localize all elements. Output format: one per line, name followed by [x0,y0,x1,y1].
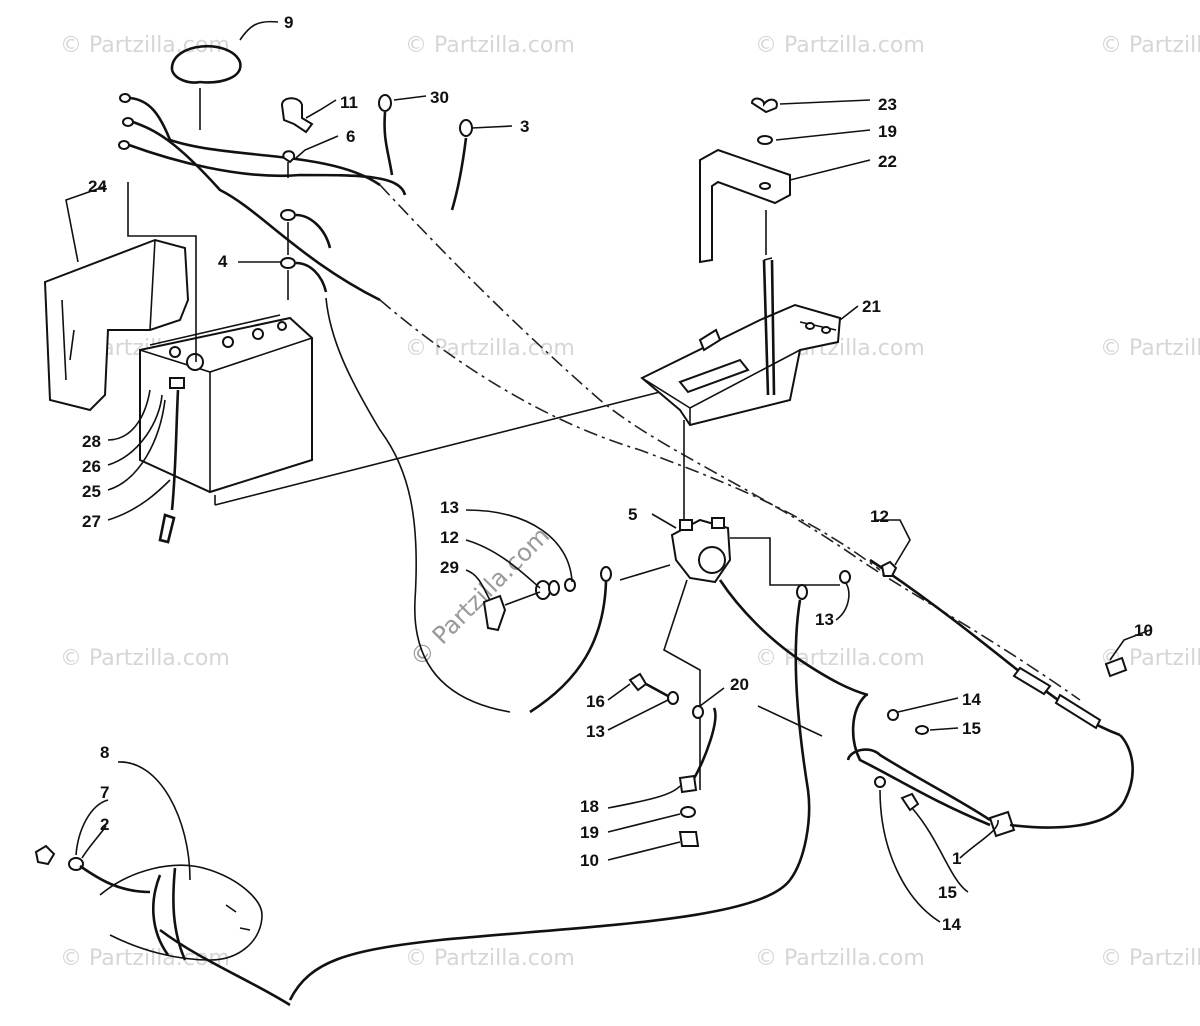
hold-down-bracket [699,97,791,264]
callout-30: 30 [430,88,449,107]
callout-7: 7 [100,783,109,802]
callout-labels: 9 11 30 6 3 24 4 28 26 25 27 23 19 22 21… [82,13,1153,934]
callout-11: 11 [340,93,358,112]
callout-14-upper: 14 [962,690,981,709]
nuts-washers [482,560,1128,847]
terminal-parts [280,94,511,713]
callout-24: 24 [88,177,107,196]
callout-21: 21 [862,297,881,316]
watermark: © Partzilla.com [1100,336,1200,361]
callout-15-upper: 15 [962,719,981,738]
callout-27: 27 [82,512,101,531]
callout-12-left: 12 [440,528,459,547]
callout-14-lower: 14 [942,915,961,934]
callout-19-lower: 19 [580,823,599,842]
callout-15-lower: 15 [938,883,957,902]
callout-8: 8 [100,743,109,762]
callout-20: 20 [730,675,749,694]
callout-10-lower: 10 [580,851,599,870]
watermark: © Partzilla.com [1100,946,1200,971]
callout-4: 4 [218,252,228,271]
watermark: © Partzilla.com [755,646,925,671]
callout-25: 25 [82,482,101,501]
callout-16: 16 [586,692,605,711]
watermark: © Partzilla.com [405,336,575,361]
watermark-center: © Partzilla.com [404,521,555,672]
callout-5: 5 [628,505,637,524]
battery-strap [170,44,242,130]
callout-22: 22 [878,152,897,171]
callout-18: 18 [580,797,599,816]
cables-lower [288,558,1134,1001]
callout-28: 28 [82,432,101,451]
callout-13-right: 13 [815,610,834,629]
callout-1: 1 [952,849,961,868]
battery-cables [118,93,1081,701]
callout-3: 3 [520,117,529,136]
watermark: © Partzilla.com [405,33,575,58]
leader-lines [65,20,1151,923]
watermark: © Partzilla.com [60,646,230,671]
watermark: © Partzilla.com [755,33,925,58]
callout-13-left: 13 [440,498,459,517]
callout-29: 29 [440,558,459,577]
battery-tray [640,257,842,520]
watermark-layer: © Partzilla.com © Partzilla.com © Partzi… [60,33,1200,971]
battery [139,314,313,544]
callout-9: 9 [284,13,293,32]
callout-23: 23 [878,95,897,114]
solenoid [619,517,869,790]
callout-19-top: 19 [878,122,897,141]
callout-12-right: 12 [870,507,889,526]
watermark: © Partzilla.com [1100,33,1200,58]
callout-10-right: 10 [1134,621,1153,640]
watermark: © Partzilla.com [405,946,575,971]
callout-26: 26 [82,457,101,476]
callout-6: 6 [346,127,355,146]
callout-2: 2 [100,815,109,834]
callout-13-lower: 13 [586,722,605,741]
battery-cover [43,238,190,412]
starter-motor [34,844,291,1007]
watermark: © Partzilla.com [755,946,925,971]
